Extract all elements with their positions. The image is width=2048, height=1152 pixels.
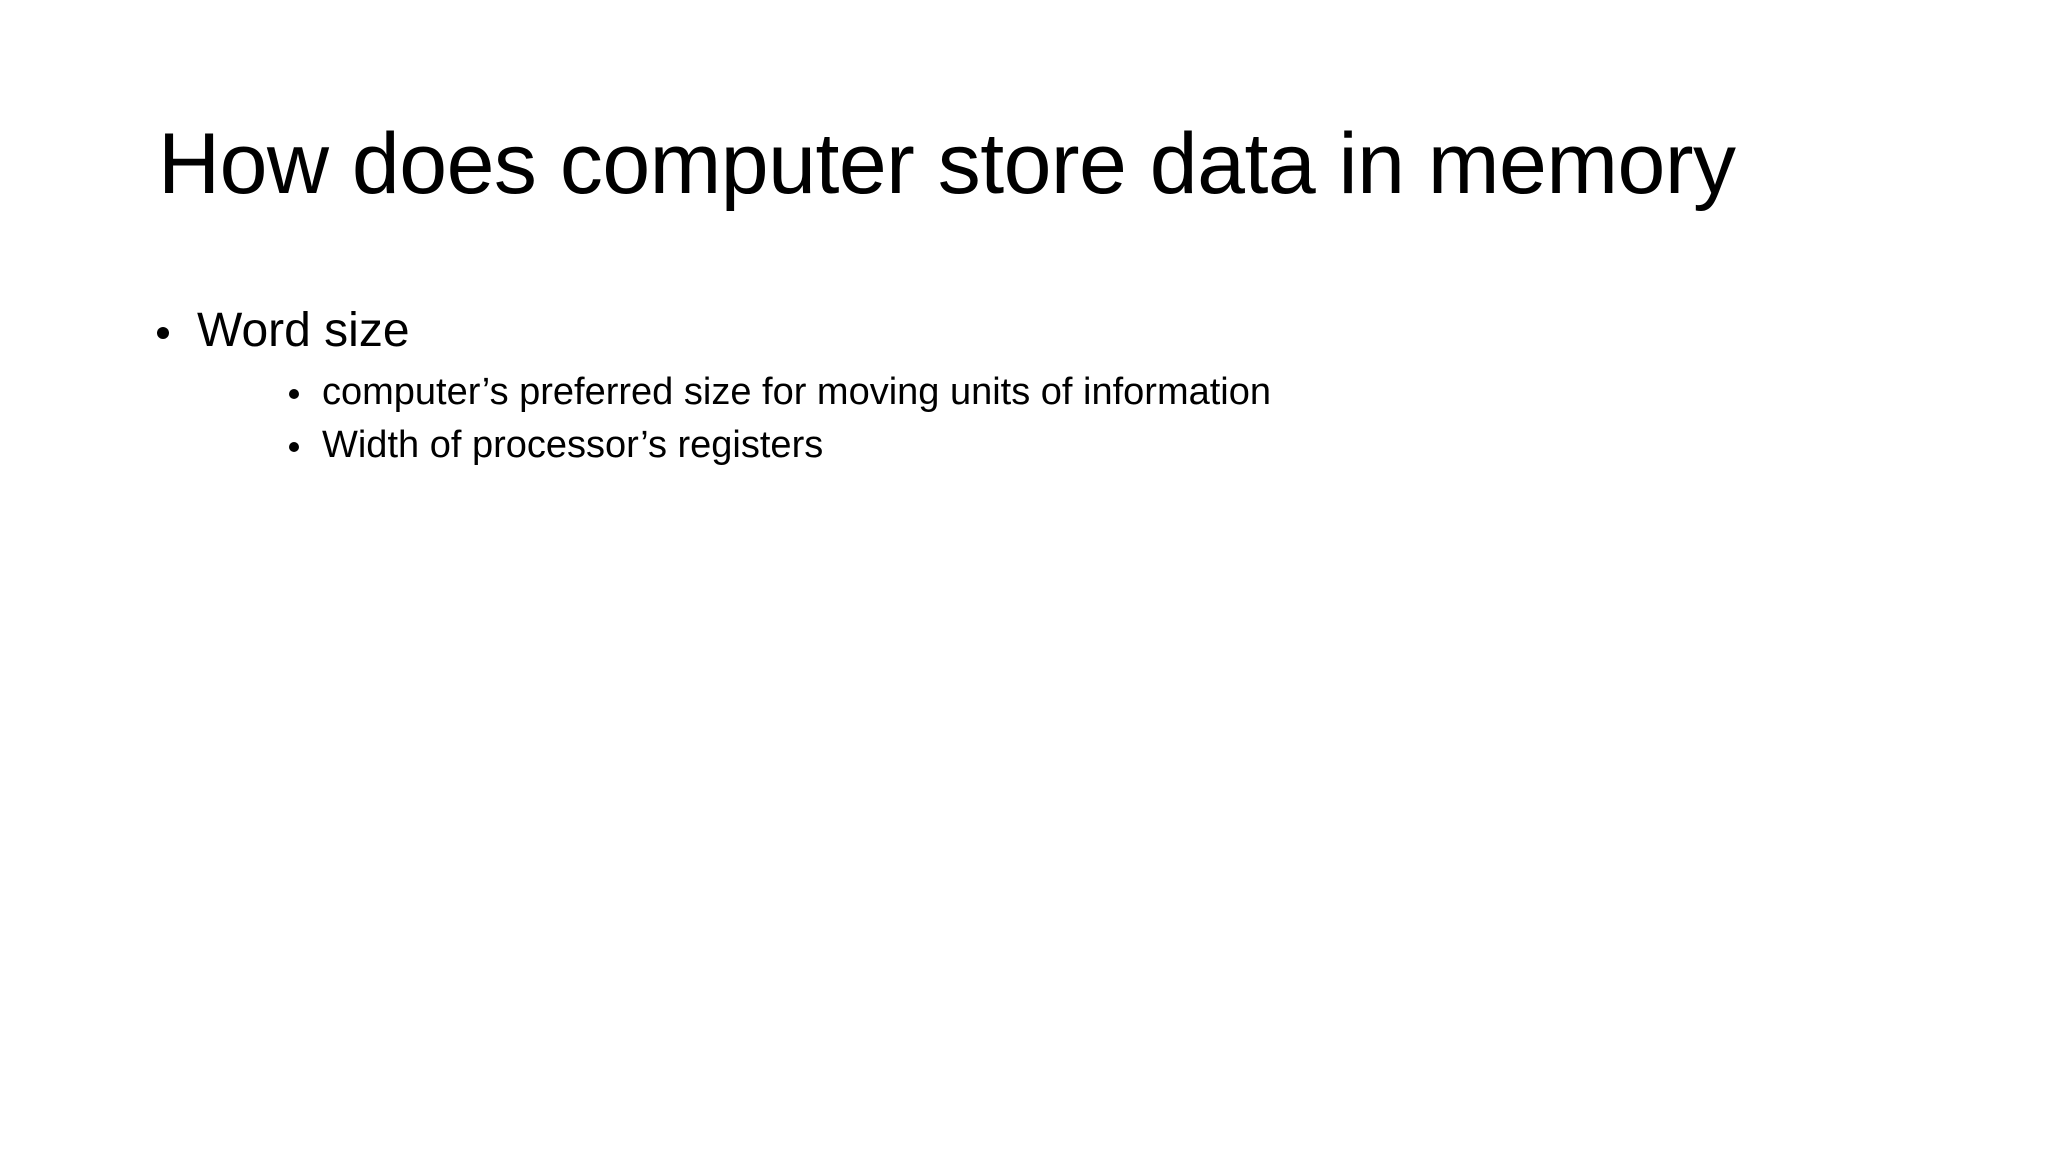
slide-body-placeholder[interactable]: Word size computer’s preferred size for …: [150, 300, 1930, 473]
page-title: How does computer store data in memory: [158, 116, 1736, 212]
bullet-dot-icon: [289, 442, 299, 452]
slide-title-placeholder[interactable]: How does computer store data in memory: [158, 112, 1918, 232]
bullet-list-level-1: Word size computer’s preferred size for …: [150, 300, 1930, 471]
bullet-text: computer’s preferred size for moving uni…: [322, 371, 1272, 413]
bullet-dot-icon: [289, 389, 299, 399]
list-item[interactable]: computer’s preferred size for moving uni…: [197, 366, 1930, 418]
bullet-list-level-2: computer’s preferred size for moving uni…: [197, 366, 1930, 471]
bullet-dot-icon: [157, 327, 169, 339]
list-item[interactable]: Word size computer’s preferred size for …: [150, 300, 1930, 471]
bullet-text: Width of processor’s registers: [322, 424, 824, 466]
bullet-text: Word size: [197, 304, 410, 357]
list-item[interactable]: Width of processor’s registers: [197, 419, 1930, 471]
